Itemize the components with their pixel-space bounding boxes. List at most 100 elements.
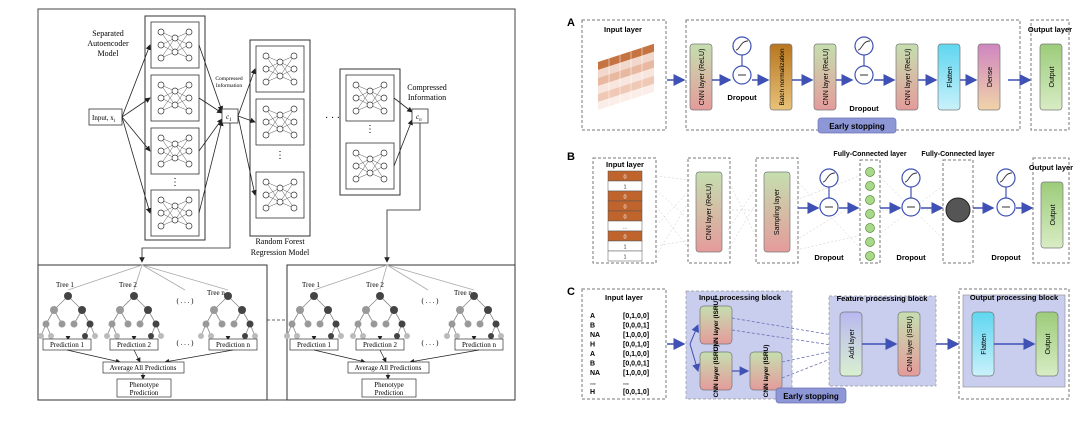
tree1-label-2: Tree 1 [302, 281, 320, 289]
c-cnn-isru-1-label: CNN layer (ISRU) [713, 299, 720, 352]
treen-label-2: Tree n [454, 289, 472, 297]
c-code-4: [0,1,0,0] [623, 351, 649, 358]
a-output [1039, 43, 1063, 111]
c-cnn-isru-2-label: CNN layer (ISRU) [713, 345, 720, 398]
b-cnn-label: CNN layer (ReLU) [706, 184, 713, 241]
c-nt-3: H [590, 342, 595, 349]
sae-title-3: Model [98, 49, 120, 58]
c-flatten-label: Flatten [981, 333, 988, 355]
average-2: Average All Predictions [355, 364, 422, 372]
c-nt-8: H [590, 389, 595, 396]
tree2-label-1: Tree 2 [119, 281, 137, 289]
pred1-2: Prediction 1 [297, 341, 332, 349]
a-output-frame [1030, 19, 1070, 131]
b-input-label: Input layer [606, 160, 644, 169]
a-cnn1-label: CNN layer (ReLU) [699, 49, 706, 106]
a-cnn3-label: CNN layer (ReLU) [905, 49, 912, 106]
c-cnn-isru-4 [897, 311, 921, 377]
sae-title-1: Separated [92, 29, 124, 38]
a-cnn2-label: CNN layer (ReLU) [823, 49, 830, 106]
panel-c-letter: C [567, 286, 575, 298]
c-code-6: [1,0,0,0] [623, 370, 649, 377]
b-dropout3: Dropout [991, 253, 1021, 262]
c-nt-7: ... [590, 380, 596, 387]
a-dense [977, 43, 1001, 111]
compressed-big-1: Compressed [407, 83, 447, 92]
svg-text:c1: c1 [226, 113, 232, 123]
tree2-label-2: Tree 2 [366, 281, 384, 289]
ellipsis-top-1: ( . . . ) [177, 297, 195, 305]
b-cell-6: 0 [623, 235, 626, 241]
c-input-block-label: Input processing block [699, 293, 782, 302]
rf-title-2: Regression Model [251, 248, 310, 257]
b-fc1-nodes [865, 167, 875, 261]
b-cnn [695, 171, 723, 253]
b-cell-0: 0 [623, 175, 626, 181]
c-code-3: [0,0,1,0] [623, 342, 649, 349]
b-cell-3: 0 [623, 205, 626, 211]
b-cell-1: 1 [623, 185, 626, 191]
b-fc2-label: Fully-Connected layer [921, 151, 994, 158]
c-nt-6: NA [590, 370, 600, 377]
c-code-5: [0,0,0,1] [623, 361, 649, 368]
c-cnn-isru-3-label: CNN layer (ISRU) [763, 345, 770, 398]
b-cnn-frame [687, 157, 731, 264]
a-batch-label: Batch normalization [779, 48, 786, 105]
c-cnn-isru-1 [699, 305, 733, 345]
c1-label: c [226, 113, 230, 121]
panel-b-letter: B [567, 151, 575, 163]
c-code-7: ... [623, 380, 629, 387]
phenotype-2a: Phenotype [374, 381, 404, 389]
svg-text:· · · · ·: · · · · · [325, 113, 352, 124]
compressed-small-1: Compressed [215, 76, 242, 82]
c-early-stopping [775, 387, 847, 404]
b-fc1-label: Fully-Connected layer [833, 151, 906, 158]
a-batch-norm [769, 43, 793, 111]
input-sub: i [114, 119, 116, 124]
c-nt-4: A [590, 351, 595, 358]
pred1-1: Prediction 1 [50, 341, 85, 349]
a-cnn3 [895, 43, 919, 111]
c-code-1: [0,0,0,1] [623, 323, 649, 330]
c-output-label: Output [1045, 333, 1052, 354]
a-cnn2 [813, 43, 837, 111]
a-output-layer-label: Output layer [1028, 25, 1072, 34]
phenotype-1b: Prediction [130, 389, 159, 397]
svg-text:Input, xi: Input, xi [92, 114, 116, 124]
pred2-2: Prediction 2 [363, 341, 398, 349]
rf-title-1: Random Forest [255, 237, 305, 246]
c1-sub: 1 [229, 118, 232, 123]
c-add-label: Add layer [849, 329, 856, 359]
treen-label-1: Tree n [207, 289, 225, 297]
predn-2: Prediction n [462, 341, 497, 349]
ellipsis-mid-1: ( . . . ) [177, 339, 195, 347]
compressed-small-2: Information [216, 82, 243, 89]
b-sampling [763, 171, 791, 253]
c-nt-2: NA [590, 332, 600, 339]
a-cnn1 [689, 43, 713, 111]
a-dense-label: Dense [987, 67, 994, 87]
a-flatten [937, 43, 961, 111]
b-input-cells: 0 1 0 0 0 ... 0 1 1 [607, 170, 643, 262]
b-cell-5: ... [623, 225, 628, 231]
left-panel: Separated Autoencoder Model Input, xi ⋮ … [37, 8, 516, 401]
average-1: Average All Predictions [110, 364, 177, 372]
c-code-2: [1,0,0,0] [623, 332, 649, 339]
phenotype-2b: Prediction [375, 389, 404, 397]
b-cell-7: 1 [623, 245, 626, 251]
a-dropout1: Dropout [727, 93, 757, 102]
b-output-layer-label: Output layer [1029, 163, 1073, 172]
c-nt-0: A [590, 313, 595, 320]
c-output-block-label: Output processing block [970, 293, 1059, 302]
predn-1: Prediction n [216, 341, 251, 349]
cn-label: c [416, 113, 420, 121]
input-label: Input, x [92, 114, 114, 122]
svg-text:⋮: ⋮ [275, 150, 285, 161]
b-sampling-label: Sampling layer [774, 188, 781, 235]
c-nt-5: B [590, 361, 595, 368]
b-fc1-text: Fully-Connected layer [833, 151, 906, 158]
c-input-label: Input layer [605, 293, 643, 302]
panel-a: A Input layer CNN layer (ReLU) Dropout B… [567, 17, 1072, 134]
b-output [1040, 181, 1064, 249]
